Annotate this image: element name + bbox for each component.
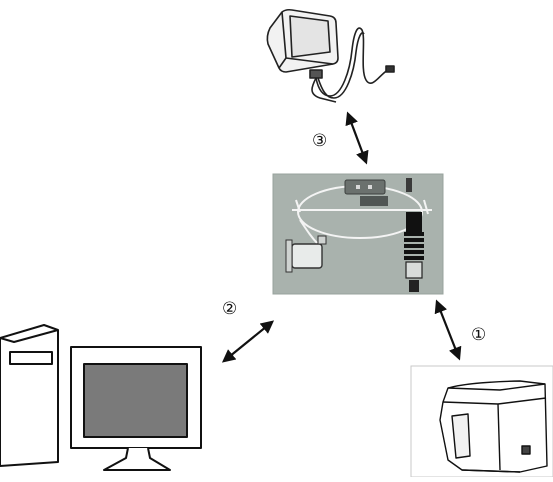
receipt-printer-icon — [411, 366, 553, 477]
y-cable-photo-icon — [273, 174, 443, 294]
link-3-label: ③ — [312, 133, 327, 150]
desktop-computer-icon — [0, 325, 201, 470]
link-arrow-2 — [224, 322, 272, 361]
link-1-label: ① — [471, 327, 486, 344]
power-adapter-icon — [267, 10, 394, 102]
link-2-label: ② — [222, 301, 237, 318]
link-arrow-3 — [348, 114, 366, 162]
link-arrow-1 — [437, 302, 459, 358]
